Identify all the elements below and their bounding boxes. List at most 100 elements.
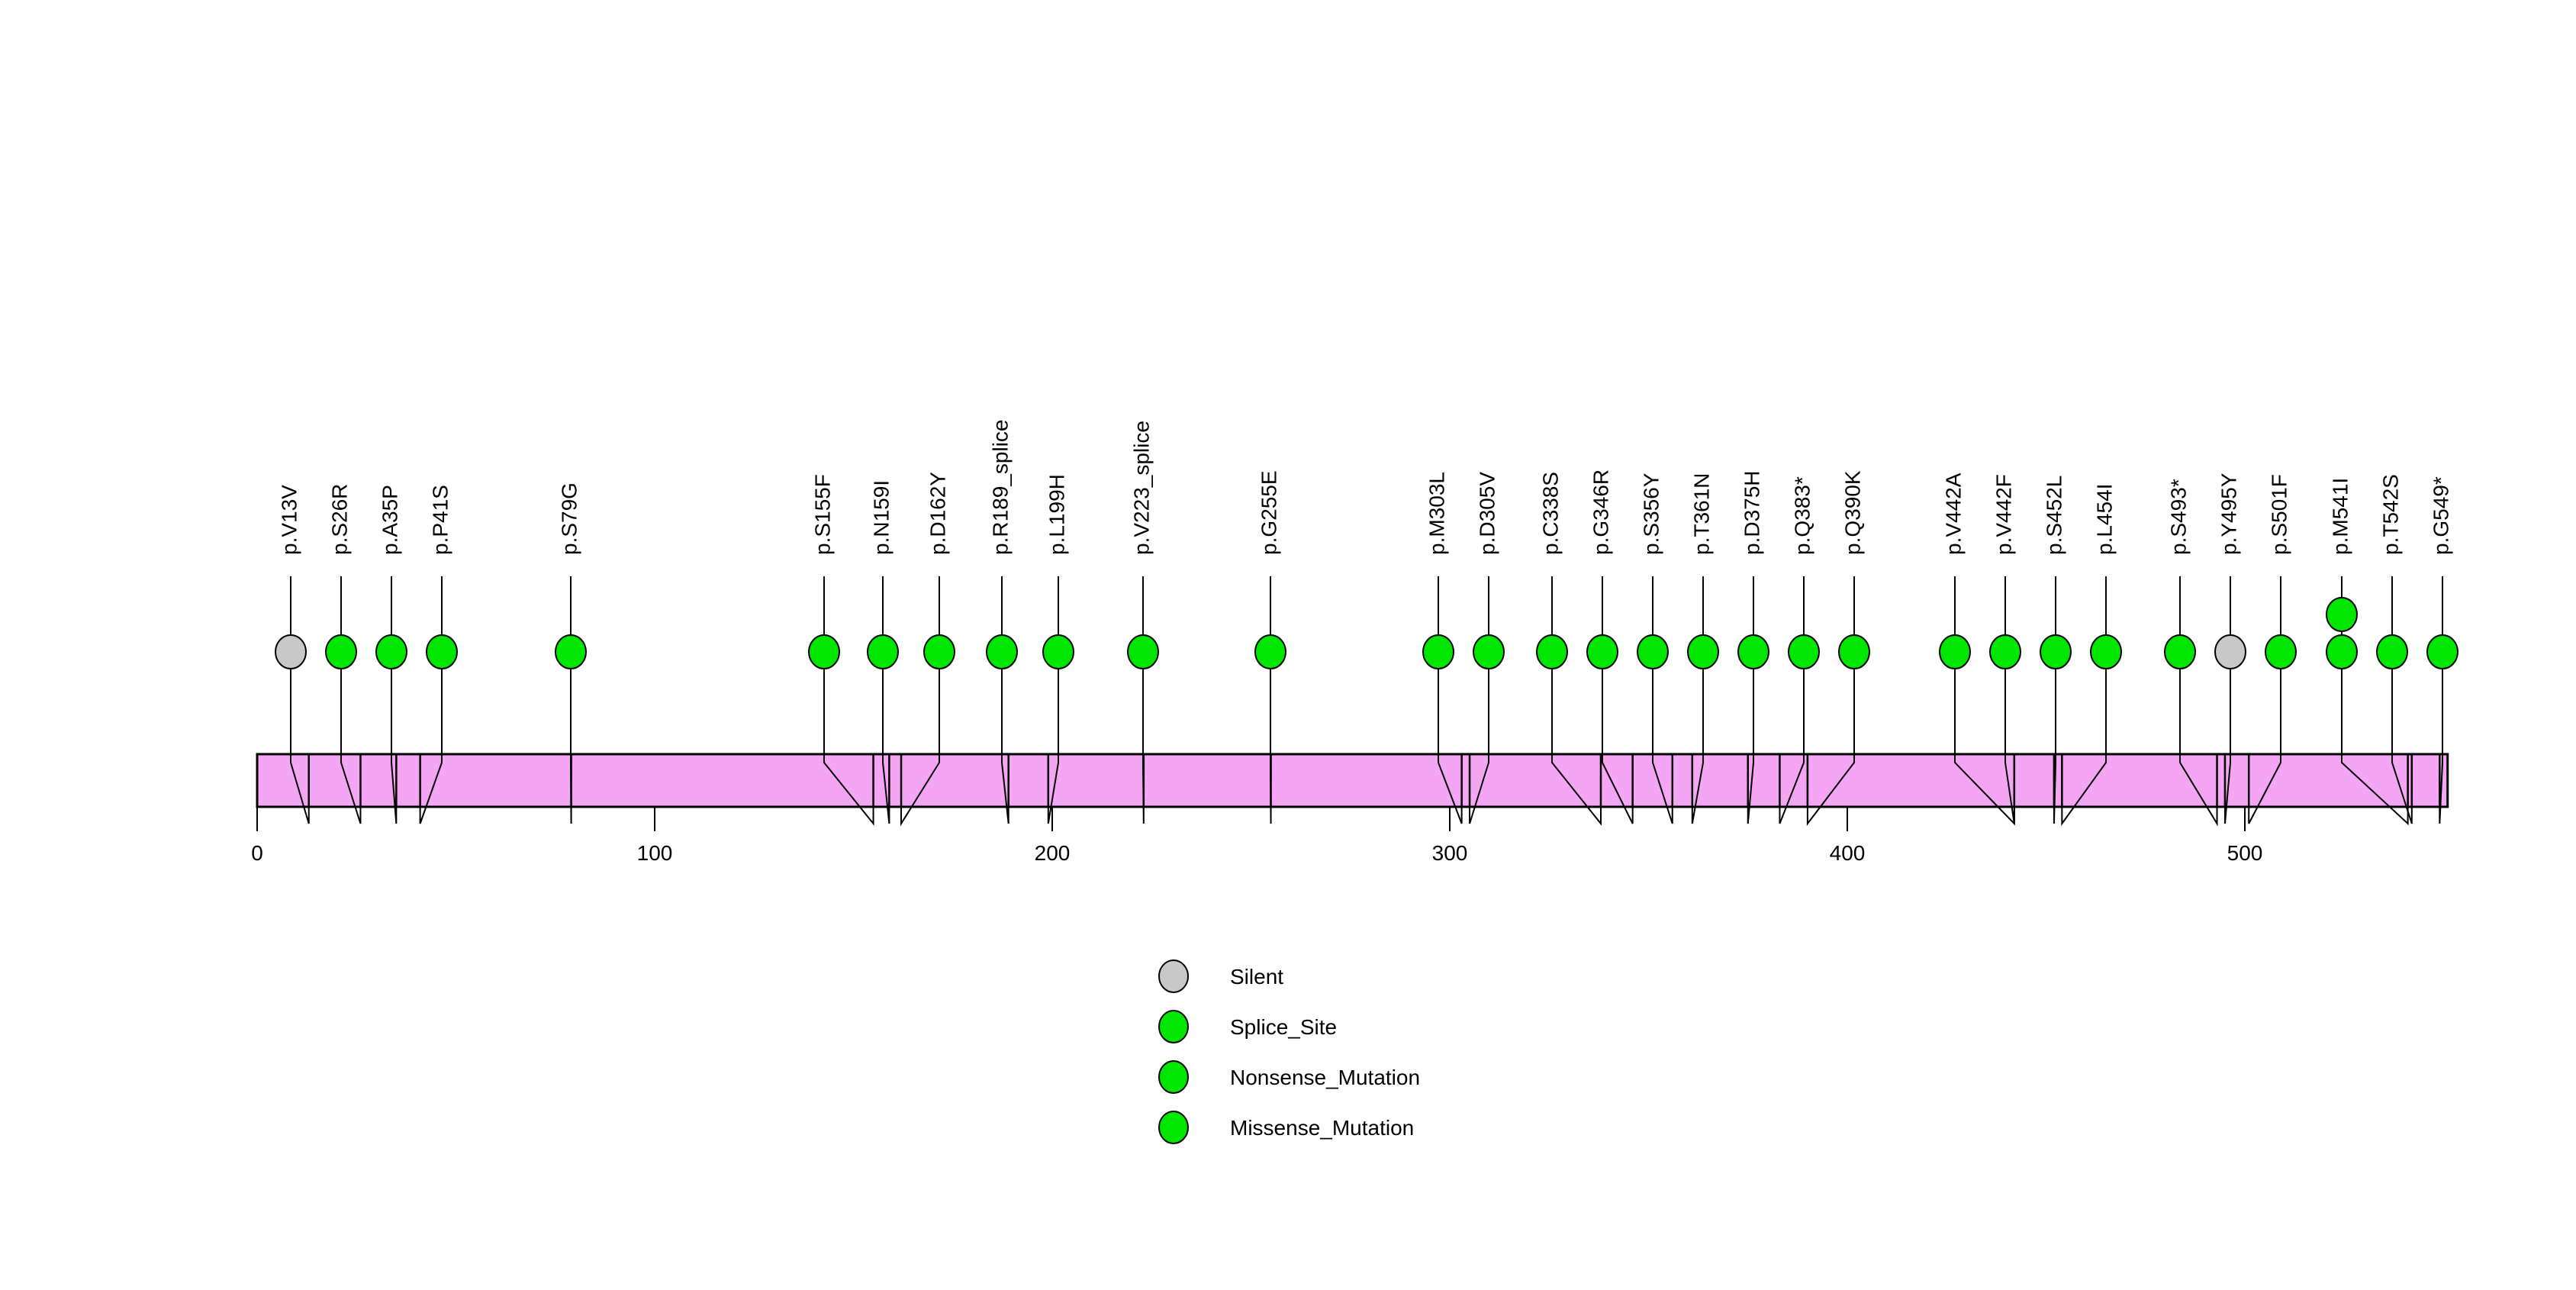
mutation-label: p.M541I xyxy=(2328,478,2352,555)
lollipop-leader-line xyxy=(1652,667,1673,824)
mutation-label: p.V442A xyxy=(1941,472,1965,555)
legend-swatch xyxy=(1158,959,1189,993)
mutation-label: p.L454I xyxy=(2092,484,2116,555)
protein-backbone xyxy=(256,753,2449,808)
lollipop-leader-line xyxy=(2439,667,2443,824)
lollipop-marker[interactable] xyxy=(1989,634,2021,669)
lollipop-leader-line xyxy=(2341,667,2409,826)
legend-swatch xyxy=(1158,1111,1189,1144)
lollipop-leader-line xyxy=(1691,667,1704,824)
mutation-label: p.R189_splice xyxy=(988,420,1012,555)
mutation-label: p.C338S xyxy=(1538,472,1562,555)
lollipop-marker[interactable] xyxy=(1788,634,1820,669)
lollipop-marker[interactable] xyxy=(923,634,955,669)
axis-tick-label: 0 xyxy=(251,841,263,865)
lollipop-marker[interactable] xyxy=(1042,634,1074,669)
legend-swatch xyxy=(1158,1060,1189,1094)
lollipop-marker[interactable] xyxy=(325,634,357,669)
lollipop-marker[interactable] xyxy=(1254,634,1286,669)
mutation-label: p.S501F xyxy=(2267,474,2291,555)
legend-label: Splice_Site xyxy=(1230,1015,1337,1039)
lollipop-leader-line xyxy=(340,667,362,824)
lollipop-marker[interactable] xyxy=(1473,634,1505,669)
lollipop-marker[interactable] xyxy=(1536,634,1568,669)
protein-domain-layer xyxy=(256,753,2449,808)
mutation-label: p.Y495Y xyxy=(2217,472,2240,555)
lollipop-leader-line xyxy=(1438,667,1463,824)
lollipop-leader-line xyxy=(823,667,874,826)
lollipop-marker[interactable] xyxy=(2326,634,2358,669)
mutation-label: p.M303L xyxy=(1425,472,1448,555)
mutation-label: p.D375H xyxy=(1740,470,1763,555)
mutation-label: p.G346R xyxy=(1589,469,1612,555)
lollipop-leader-line xyxy=(2391,667,2413,824)
lollipop-marker[interactable] xyxy=(1127,634,1159,669)
lollipop-leader-line xyxy=(2179,667,2218,827)
lollipop-leader-line xyxy=(290,667,310,824)
legend-label: Missense_Mutation xyxy=(1230,1116,1414,1140)
lollipop-marker[interactable] xyxy=(808,634,840,669)
lollipop-leader-line xyxy=(1779,667,1805,824)
lollipop-marker[interactable] xyxy=(1737,634,1769,669)
lollipop-marker[interactable] xyxy=(2164,634,2196,669)
lollipop-marker[interactable] xyxy=(2426,634,2458,669)
lollipop-leader-line xyxy=(1047,667,1059,824)
lollipop-marker[interactable] xyxy=(2090,634,2122,669)
mutation-label: p.V13V xyxy=(277,485,301,555)
mutation-label: p.P41S xyxy=(428,485,452,555)
mutation-label: p.S26R xyxy=(327,484,351,555)
lollipop-marker-layer xyxy=(275,597,2458,669)
axis-tick-label: 500 xyxy=(2227,841,2263,865)
lollipop-marker[interactable] xyxy=(2040,634,2072,669)
lollipop-leader-line xyxy=(2004,667,2015,824)
lollipop-marker[interactable] xyxy=(1687,634,1719,669)
lollipop-leader-line xyxy=(2053,667,2056,824)
lollipop-marker[interactable] xyxy=(2376,634,2408,669)
mutation-label: p.L199H xyxy=(1045,474,1068,555)
mutation-label: p.N159I xyxy=(869,480,893,555)
lollipop-leader-line xyxy=(1142,667,1145,824)
lollipop-marker[interactable] xyxy=(375,634,407,669)
lollipop-marker[interactable] xyxy=(867,634,899,669)
lollipop-marker[interactable] xyxy=(275,634,307,669)
axis-tick-label: 100 xyxy=(637,841,673,865)
lollipop-marker[interactable] xyxy=(1939,634,1971,669)
mutation-label: p.G255E xyxy=(1257,470,1280,555)
mutation-label: p.V223_splice xyxy=(1129,421,1153,555)
lollipop-marker[interactable] xyxy=(986,634,1018,669)
lollipop-marker[interactable] xyxy=(2265,634,2297,669)
lollipop-leader-line xyxy=(882,667,890,824)
lollipop-leader-line xyxy=(570,667,572,824)
mutation-label: p.D162Y xyxy=(926,472,949,555)
mutation-label: p.S155F xyxy=(810,474,834,555)
axis-tick-label: 200 xyxy=(1035,841,1071,865)
lollipop-marker[interactable] xyxy=(2214,634,2246,669)
mutation-label: p.G549* xyxy=(2429,476,2452,555)
lollipop-marker[interactable] xyxy=(555,634,587,669)
mutation-label: p.S493* xyxy=(2166,479,2190,555)
lollipop-leader-line xyxy=(1747,667,1754,824)
lollipop-stem-layer xyxy=(290,576,2443,827)
mutation-label: p.S79G xyxy=(557,482,581,555)
lollipop-marker[interactable] xyxy=(1422,634,1454,669)
lollipop-leader-line xyxy=(419,667,443,824)
lollipop-leader-line xyxy=(1806,667,1855,826)
lollipop-marker[interactable] xyxy=(1838,634,1870,669)
lollipop-marker[interactable] xyxy=(1637,634,1669,669)
mutation-label: p.A35P xyxy=(378,485,401,555)
legend-label: Nonsense_Mutation xyxy=(1230,1066,1420,1089)
mutation-label: p.T361N xyxy=(1689,473,1713,555)
lollipop-leader-line xyxy=(1602,667,1634,824)
lollipop-marker[interactable] xyxy=(2326,597,2358,632)
mutation-label: p.Q390K xyxy=(1840,470,1864,555)
lollipop-marker[interactable] xyxy=(1586,634,1618,669)
legend: SilentSplice_SiteNonsense_MutationMissen… xyxy=(1158,959,1420,1144)
lollipop-marker[interactable] xyxy=(426,634,458,669)
legend-label: Silent xyxy=(1230,965,1283,988)
legend-swatch xyxy=(1158,1010,1189,1043)
lollipop-leader-line xyxy=(900,667,940,827)
axis-tick-label: 300 xyxy=(1432,841,1468,865)
mutation-label: p.Q383* xyxy=(1790,476,1814,555)
